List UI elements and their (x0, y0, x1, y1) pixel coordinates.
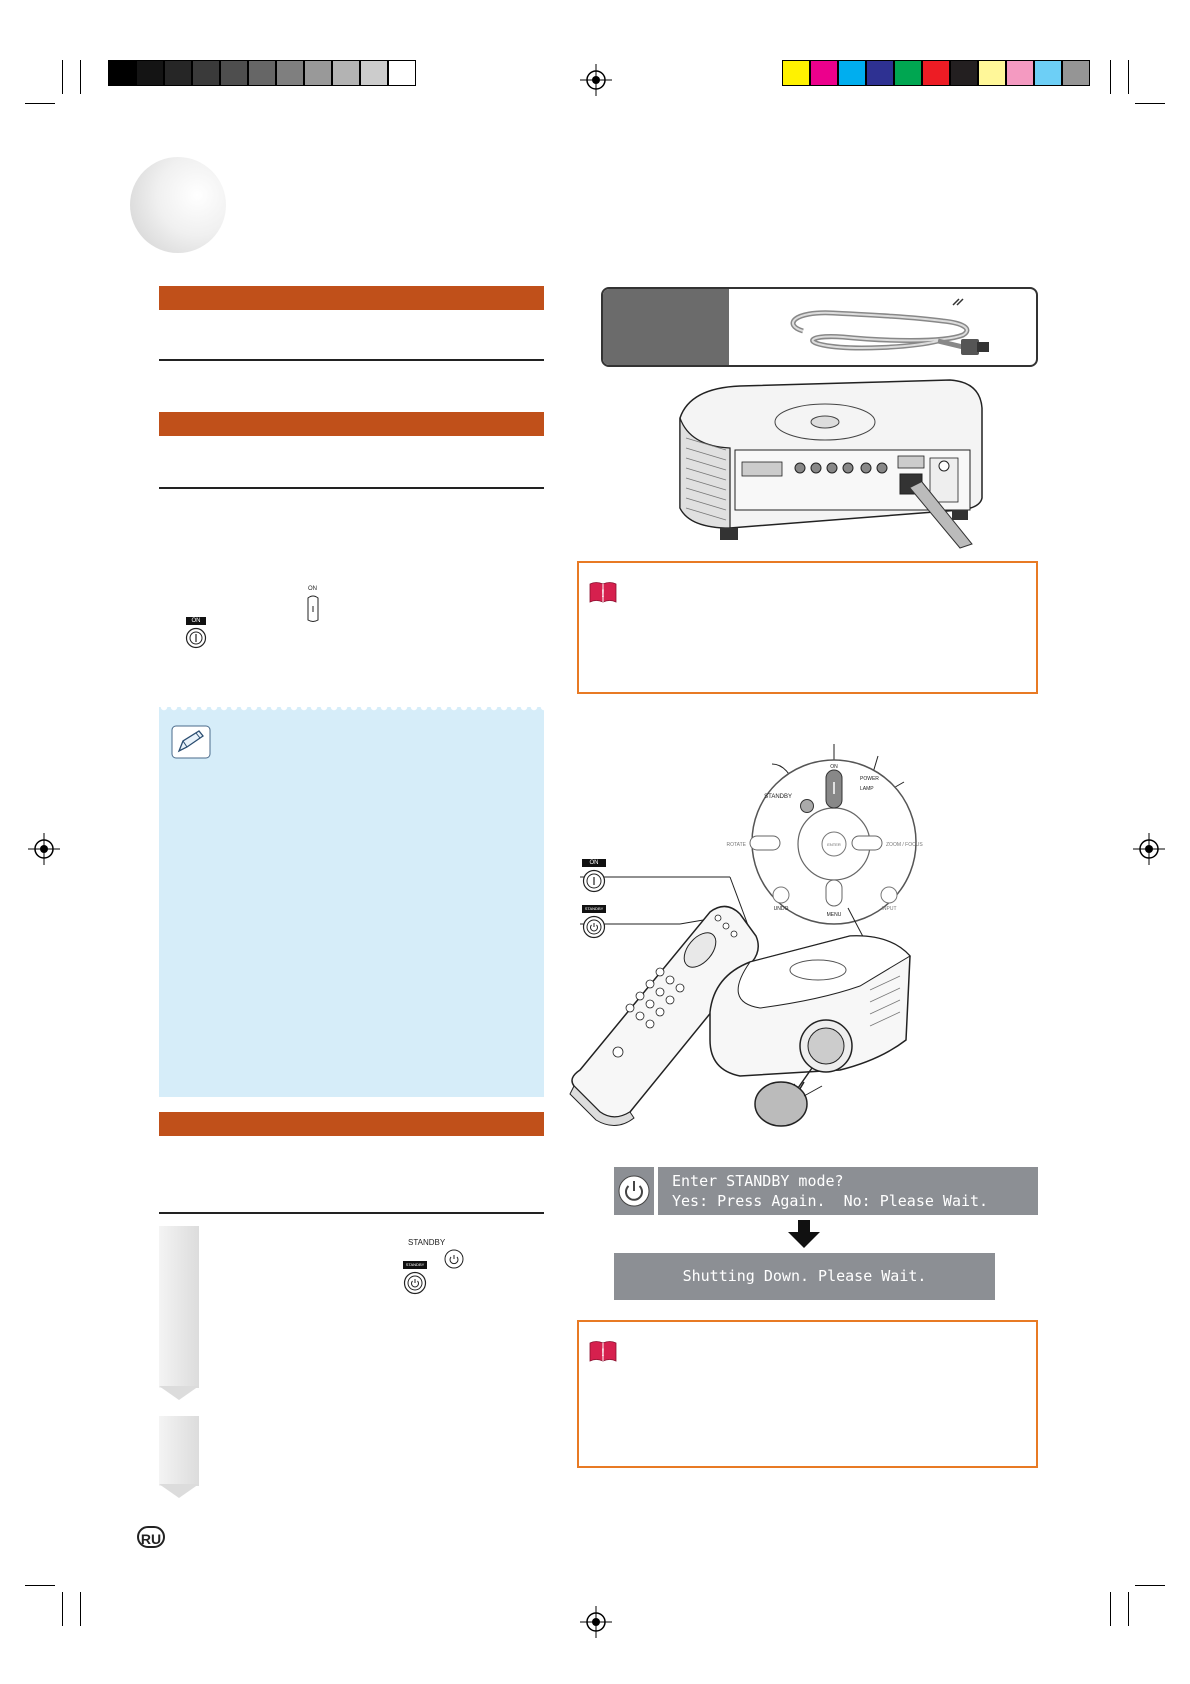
color-swatch (950, 60, 978, 86)
crop-mark (80, 1592, 81, 1626)
power-icon (618, 1175, 650, 1207)
osd-shutting-down: Shutting Down. Please Wait. (614, 1253, 995, 1300)
color-swatch (276, 60, 304, 86)
crop-mark (80, 60, 81, 94)
osd-standby-prompt-text: Enter STANDBY mode? Yes: Press Again. No… (672, 1171, 988, 1211)
step-tab-2-point (159, 1484, 199, 1498)
color-swatch (220, 60, 248, 86)
projector-standby-button-icon: STANDBY (408, 1238, 468, 1270)
power-cord-panel (601, 287, 1038, 367)
enter-label: ENTER (827, 842, 841, 847)
crop-mark (1128, 1592, 1129, 1626)
color-swatch (838, 60, 866, 86)
on-label: ON (186, 617, 206, 625)
color-swatch (1062, 60, 1090, 86)
color-swatch (978, 60, 1006, 86)
section-rule (159, 487, 544, 489)
color-swatch (866, 60, 894, 86)
standby-label: STANDBY (408, 1238, 446, 1247)
standby-panel-label: STANDBY (764, 794, 792, 800)
section-bar (159, 1112, 544, 1136)
crop-mark (1110, 60, 1111, 94)
registration-target-icon (580, 64, 612, 96)
color-swatch (332, 60, 360, 86)
input-panel-label: INPUT (882, 906, 897, 912)
section-rule (159, 359, 544, 361)
svg-text:!: ! (601, 588, 605, 600)
registration-target-icon (28, 833, 60, 865)
osd-prompt-line-1: Enter STANDBY mode? (672, 1172, 844, 1190)
color-swatch (388, 60, 416, 86)
important-box: ! (577, 561, 1038, 694)
remote-on-callout-icon: ON (582, 859, 606, 895)
down-arrow-icon (788, 1220, 820, 1248)
chapter-circle (130, 157, 226, 253)
section-rule (159, 1212, 544, 1214)
osd-standby-prompt: Enter STANDBY mode? Yes: Press Again. No… (614, 1167, 1038, 1215)
on-label: ON (308, 586, 317, 592)
zoom-focus-panel-label: ZOOM / FOCUS (886, 842, 923, 848)
crop-mark (1128, 60, 1129, 94)
color-swatch (360, 60, 388, 86)
color-swatch (922, 60, 950, 86)
menu-panel-label: MENU (827, 912, 842, 918)
registration-target-icon (1133, 833, 1165, 865)
rotate-panel-label: ROTATE (726, 842, 746, 848)
section-bar (159, 412, 544, 436)
step-tab-2 (159, 1416, 199, 1486)
standby-label: STANDBY (582, 905, 606, 913)
color-swatch (1006, 60, 1034, 86)
important-box: ! (577, 1320, 1038, 1468)
color-swatch (164, 60, 192, 86)
pencil-note-icon (171, 725, 211, 759)
on-label: ON (582, 859, 606, 867)
projector-on-button-icon: ON (306, 586, 320, 624)
crop-mark (1135, 1585, 1165, 1586)
note-panel-edge (159, 707, 544, 715)
important-book-icon: ! (589, 582, 617, 603)
step-tab-1-point (159, 1386, 199, 1400)
color-swatch (108, 60, 136, 86)
color-swatch (248, 60, 276, 86)
section-bar (159, 286, 544, 310)
crop-mark (62, 60, 63, 94)
undo-panel-label: UNDO (774, 906, 789, 912)
crop-mark (62, 1592, 63, 1626)
remote-standby-callout-icon: STANDBY (582, 905, 606, 941)
registration-target-icon (580, 1606, 612, 1638)
color-swatch (810, 60, 838, 86)
crop-mark (1110, 1592, 1111, 1626)
language-badge: RU (137, 1526, 165, 1548)
important-book-icon: ! (589, 1341, 617, 1362)
power-cord-icon (790, 298, 989, 355)
control-panel-illustration: ENTER STANDBY ON POWER LAMP ROTATE ZOOM … (569, 744, 923, 1127)
power-cord-panel-label-area (603, 289, 729, 365)
note-panel (159, 707, 544, 1097)
power-panel-label: POWER (860, 776, 879, 782)
osd-power-icon-box (614, 1167, 658, 1215)
color-swatch (136, 60, 164, 86)
on-panel-label: ON (830, 764, 838, 770)
remote-standby-button-icon: STANDBY (403, 1261, 427, 1297)
color-swatch (894, 60, 922, 86)
projector-front-icon (709, 935, 911, 1127)
step-tab-1 (159, 1226, 199, 1388)
crop-mark (25, 1585, 55, 1586)
crop-mark (1135, 103, 1165, 104)
svg-text:!: ! (601, 1347, 605, 1359)
color-swatch (782, 60, 810, 86)
crop-mark (25, 103, 55, 104)
remote-on-button-icon: ON (185, 617, 207, 651)
color-swatch (1034, 60, 1062, 86)
standby-label: STANDBY (403, 1261, 427, 1269)
osd-prompt-line-2: Yes: Press Again. No: Please Wait. (672, 1192, 989, 1210)
lamp-panel-label: LAMP (860, 786, 874, 792)
projector-rear-illustration (679, 379, 983, 549)
color-swatch (192, 60, 220, 86)
color-swatch (304, 60, 332, 86)
